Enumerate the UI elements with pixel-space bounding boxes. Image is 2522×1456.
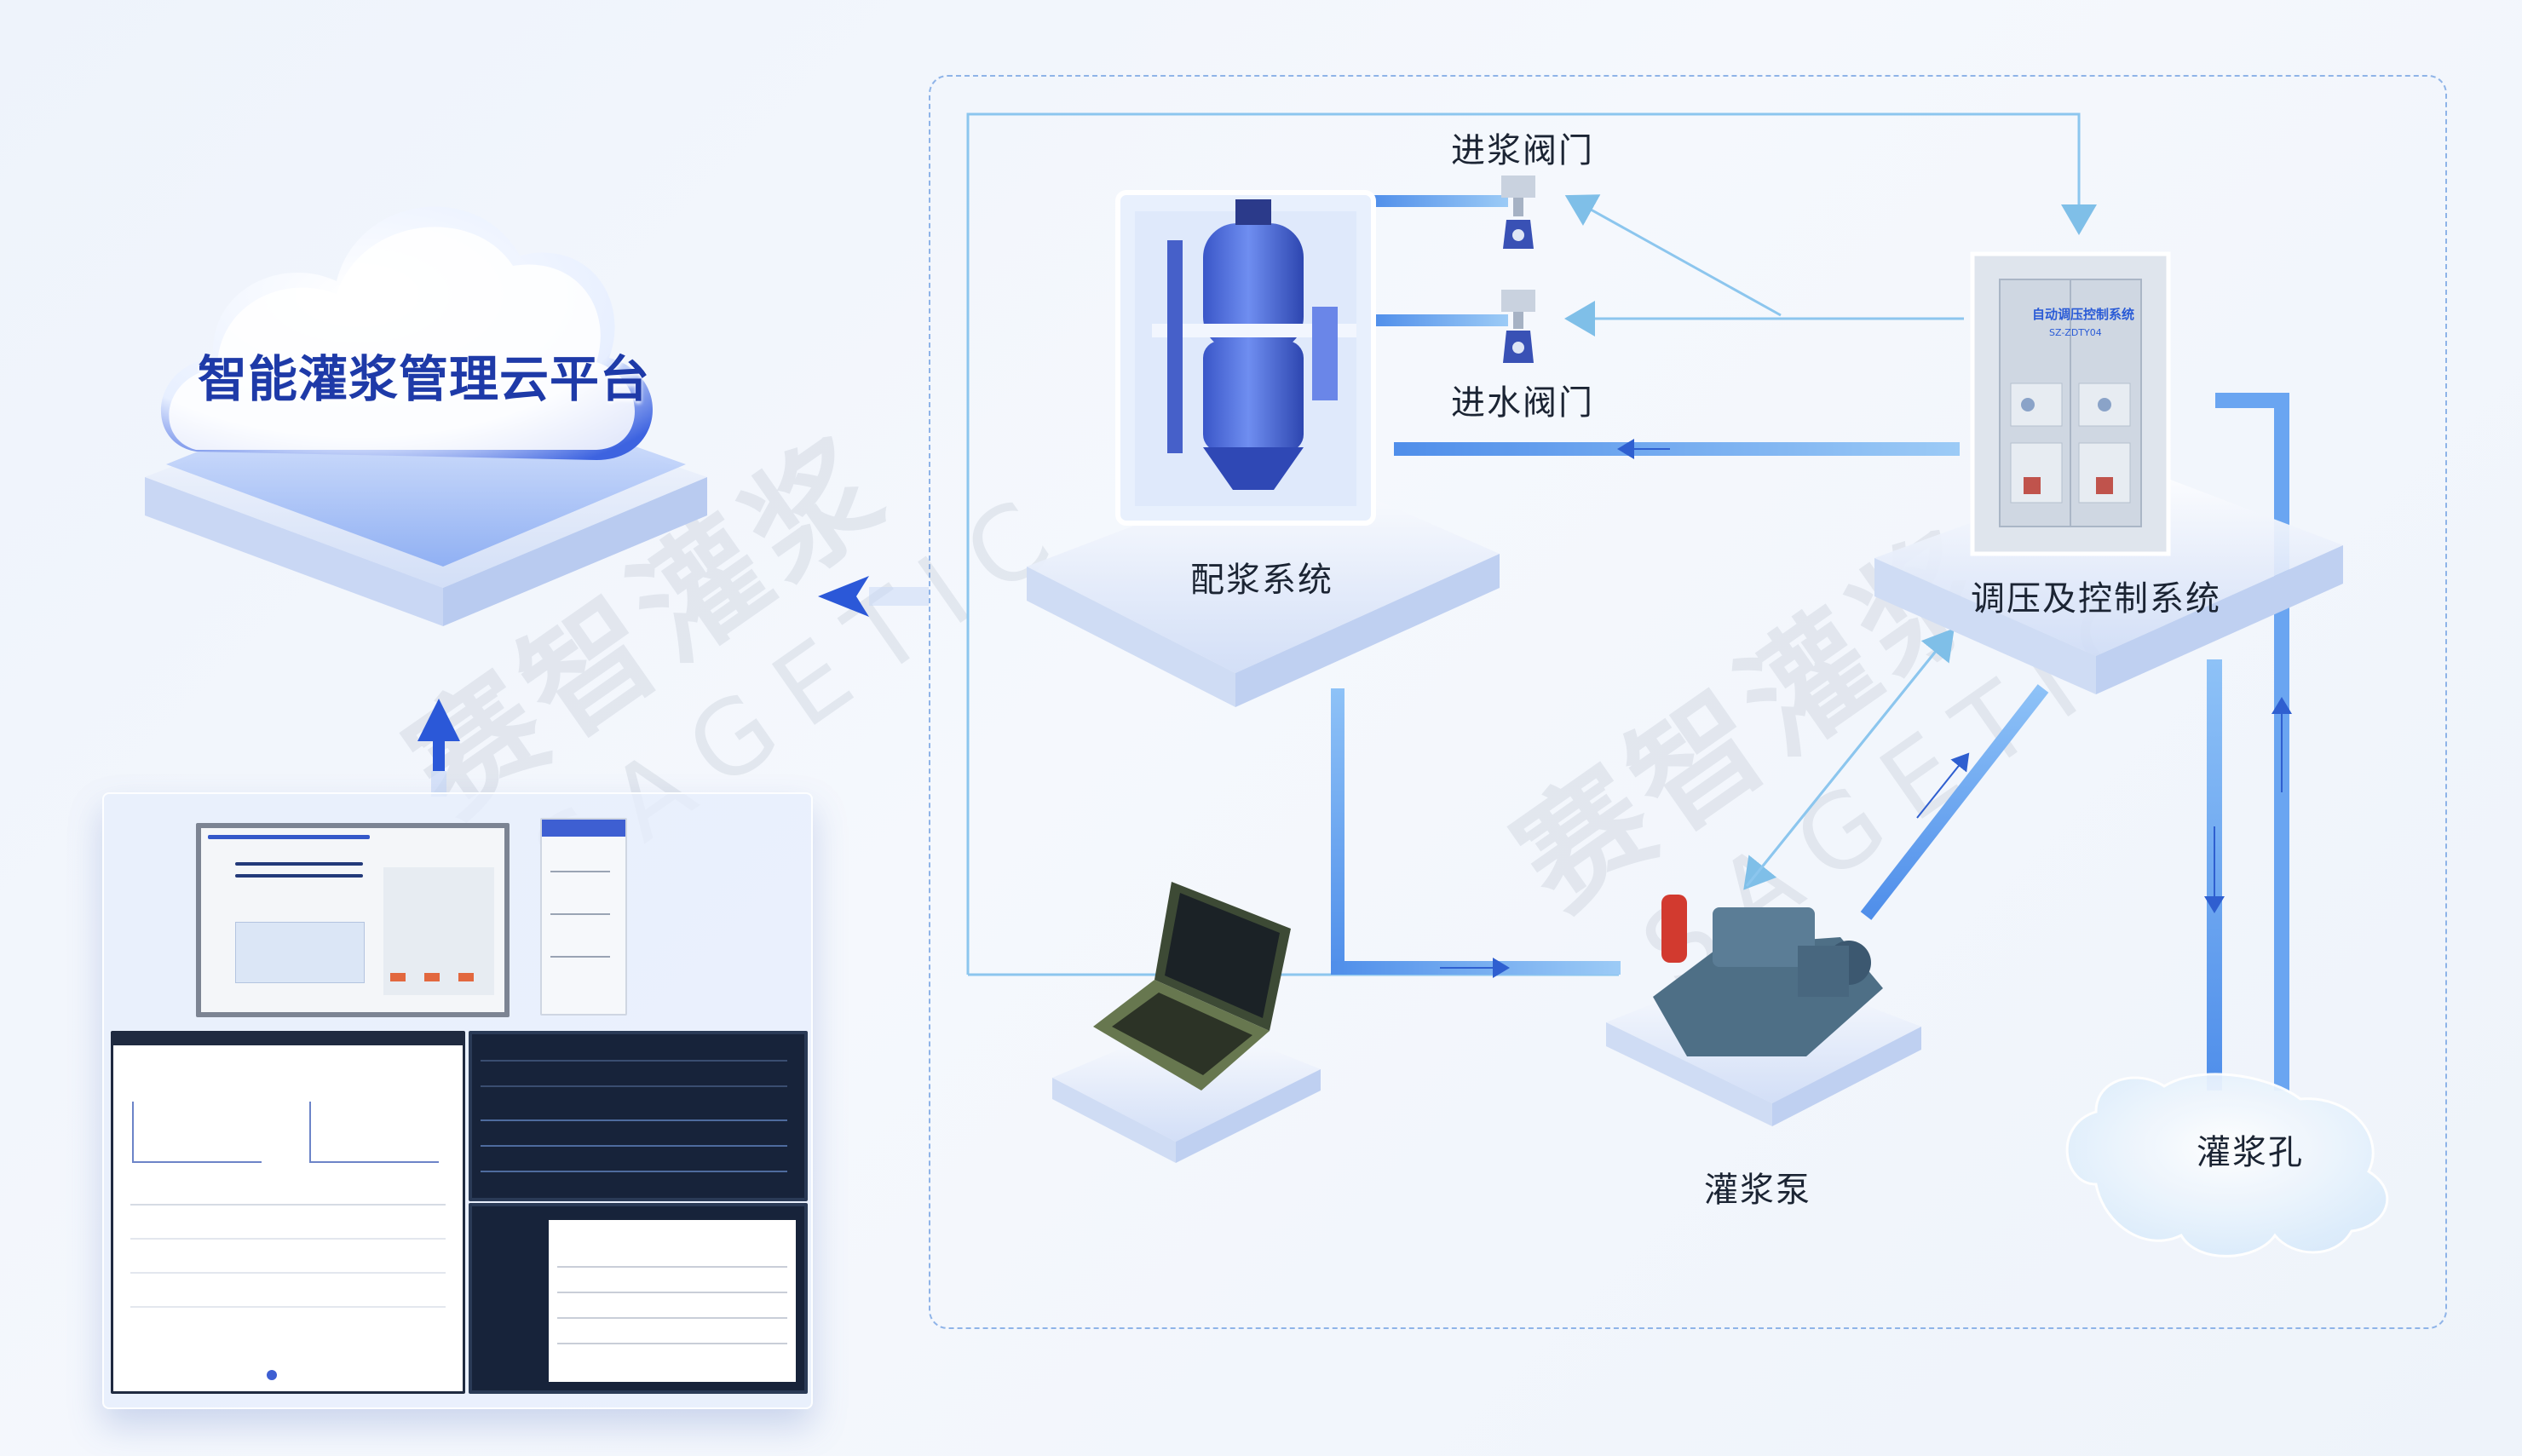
- cabinet-model: SZ-ZDTY04: [2049, 327, 2102, 338]
- platform-title: 智能灌浆管理云平台: [198, 350, 651, 408]
- label-grouting-hole: 灌浆孔: [2197, 1133, 2304, 1172]
- monitoring-dashboard-panel: [102, 792, 813, 1409]
- label-water-inlet-valve: 进水阀门: [1451, 383, 1594, 423]
- dashboard-screen-table: [469, 1031, 808, 1201]
- dashboard-screen-main: [196, 823, 510, 1017]
- label-mixing-system: 配浆系统: [1190, 561, 1333, 600]
- dashboard-screen-charts: [111, 1031, 465, 1394]
- system-boundary: [929, 75, 2447, 1329]
- cabinet-title: 自动调压控制系统: [2032, 307, 2135, 322]
- dashboard-screen-report: [469, 1203, 808, 1394]
- label-slurry-inlet-valve: 进浆阀门: [1451, 131, 1594, 170]
- label-grouting-pump: 灌浆泵: [1704, 1171, 1811, 1210]
- label-control-system: 调压及控制系统: [1971, 579, 2221, 619]
- dashboard-screen-mobile: [540, 818, 627, 1016]
